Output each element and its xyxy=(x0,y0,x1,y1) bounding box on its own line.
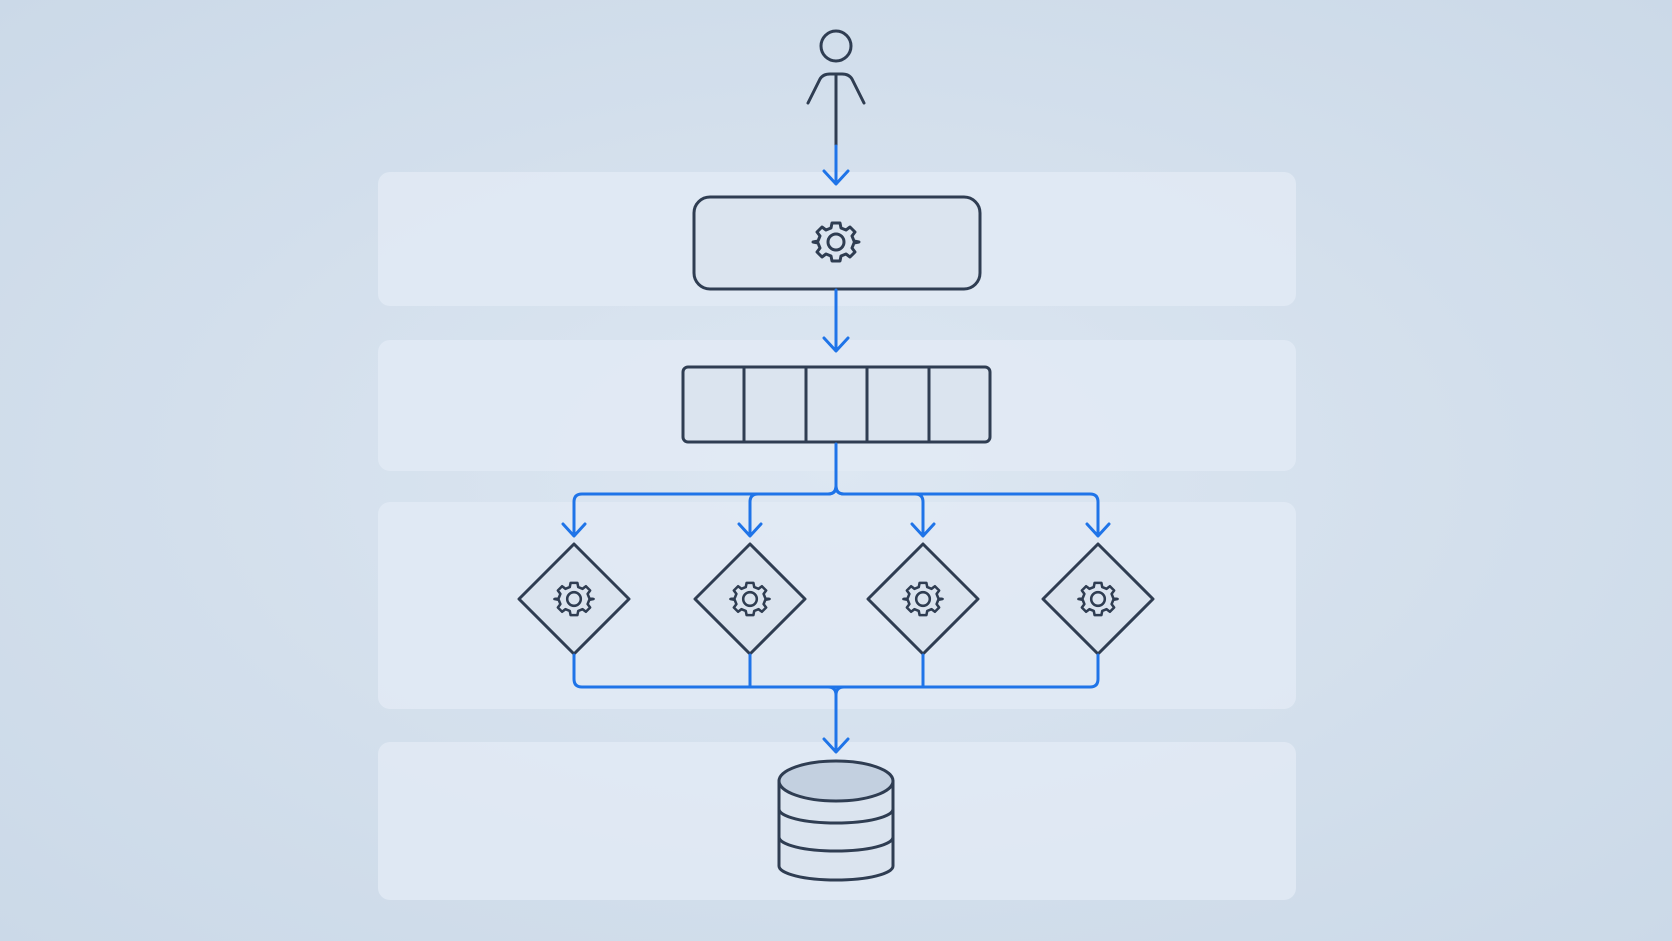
gateway-service-box xyxy=(692,195,982,291)
message-queue xyxy=(681,365,992,444)
arrow-user-to-gateway xyxy=(822,144,850,186)
tier-band-workers xyxy=(378,502,1296,709)
database-icon xyxy=(777,759,895,882)
fan-in-connector xyxy=(572,653,1100,754)
user-icon xyxy=(806,29,866,148)
fan-out-connector xyxy=(561,442,1111,538)
arrow-gateway-to-queue xyxy=(822,288,850,353)
